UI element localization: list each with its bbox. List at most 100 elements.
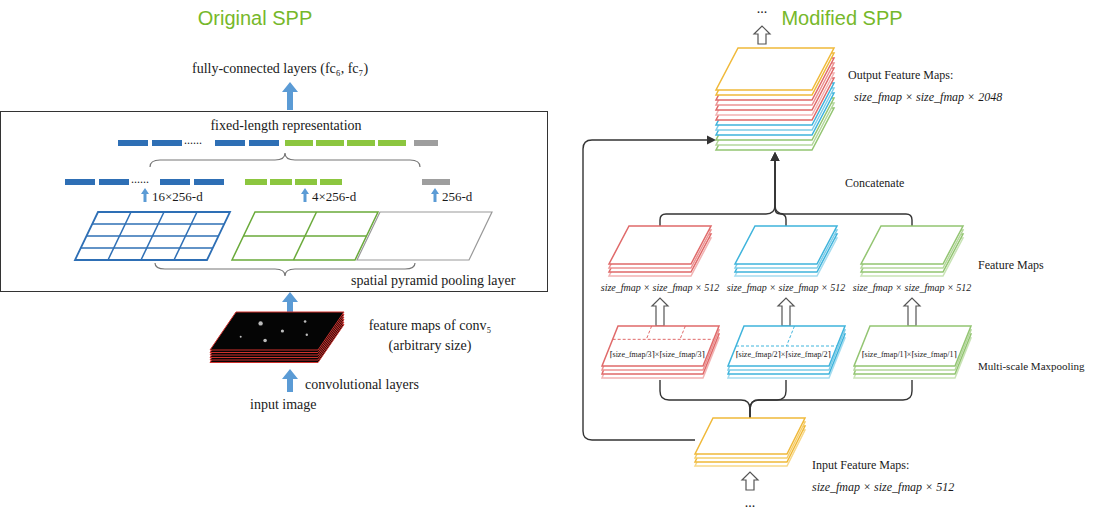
feature-map-layer — [609, 226, 711, 264]
text-holder: ... — [745, 494, 756, 511]
text-holder: ⌈size_fmap/3⌉×⌈size_fmap/3⌉ — [609, 350, 704, 360]
bar-segment — [378, 140, 406, 146]
input-feature-stack: Input Feature Maps: size_fmap × size_fmap… — [695, 418, 965, 500]
bar-segment — [270, 179, 292, 185]
text-holder: ... — [757, 0, 768, 17]
layer-caption: spatial pyramid pooling layer — [351, 272, 515, 289]
pyramid-grid — [232, 212, 378, 260]
merge-bracket — [660, 152, 780, 226]
feature-map-layer — [210, 312, 344, 350]
arrow-head — [771, 152, 780, 161]
bar-segment — [245, 179, 267, 185]
bar-segment — [118, 140, 148, 146]
dimension-label: 4×256-d — [312, 189, 356, 205]
hollow-arrow — [778, 298, 794, 326]
layer-caption: fixed-length representation — [210, 117, 361, 134]
pool-size-label: ⌈size_fmap/2⌉×⌈size_fmap/2⌉ — [735, 350, 830, 360]
feature-map-layer — [735, 226, 837, 264]
text-holder: spatial pyramid pooling layer — [351, 272, 515, 289]
pool-grid-line — [680, 326, 685, 339]
maxpool-stack: ⌈size_fmap/2⌉×⌈size_fmap/2⌉ — [727, 326, 845, 380]
bar-segment — [152, 140, 182, 146]
maxpool-stack: ⌈size_fmap/3⌉×⌈size_fmap/3⌉ — [601, 326, 719, 380]
merge-bracket — [775, 161, 912, 226]
pool-size-label: ⌈size_fmap/3⌉×⌈size_fmap/3⌉ — [609, 350, 704, 360]
text-holder: Multi-scale Maxpooling — [978, 360, 1085, 373]
maxpool-stack: ⌈size_fmap/1⌉×⌈size_fmap/1⌉ — [853, 326, 971, 380]
dimension-label: size_fmap × size_fmap × 512 — [727, 281, 846, 294]
brace — [150, 153, 420, 167]
split-bracket — [750, 380, 912, 418]
grid-line — [81, 247, 213, 249]
small-arrow — [301, 188, 309, 202]
small-arrow — [141, 188, 149, 202]
text-holder: Original SPP — [198, 6, 313, 30]
flow-arrow — [282, 292, 298, 312]
stack-caption: size_fmap × size_fmap × 2048 — [854, 90, 1002, 104]
activation-spot — [258, 321, 262, 325]
feature-map-stack: size_fmap × size_fmap × 512 — [851, 226, 974, 298]
dimension-label: size_fmap × size_fmap × 512 — [853, 281, 972, 294]
text-holder: feature maps of conv₅ (arbitrary size) — [355, 316, 505, 356]
merge-bracket — [771, 152, 787, 226]
text-holder: fully-connected layers (fc₆, fc₇) — [192, 60, 368, 77]
pool-grid-line — [646, 326, 651, 339]
flow-arrow — [282, 369, 298, 392]
ellipsis: ...... — [131, 172, 149, 186]
stack-caption: Input Feature Maps: — [812, 458, 909, 472]
pool-grid-line — [787, 326, 795, 346]
split-bracket — [750, 380, 912, 418]
heading: Original SPP — [198, 6, 313, 30]
output-feature-stack: Output Feature Maps: size_fmap × size_fma… — [716, 48, 1006, 152]
text-holder: Feature Maps — [978, 258, 1044, 272]
text-holder: ...... — [131, 172, 149, 186]
grid-line — [244, 235, 367, 237]
text-holder: Output Feature Maps: — [848, 68, 953, 82]
text-holder: size_fmap × size_fmap × 2048 — [854, 90, 1002, 104]
small-arrow — [431, 188, 439, 202]
ellipsis: ... — [745, 494, 756, 511]
stage-label: Multi-scale Maxpooling — [978, 360, 1085, 373]
stack-caption: Output Feature Maps: — [848, 68, 953, 82]
activation-spot — [304, 320, 307, 323]
operation-label: Concatenate — [845, 176, 904, 190]
text-holder: ...... — [184, 133, 202, 147]
layer-caption: fully-connected layers (fc₆, fc₇) — [192, 60, 368, 77]
bar-segment — [414, 140, 438, 146]
bar-segment — [295, 179, 317, 185]
conv-feature-stack: feature maps of conv₅ (arbitrary size) — [210, 312, 510, 368]
split-bracket — [660, 380, 750, 418]
bar-segment — [194, 179, 224, 185]
hollow-arrow — [742, 472, 758, 490]
grid-line — [87, 235, 219, 237]
feature-map-layer — [854, 326, 971, 366]
bar-segment — [99, 179, 129, 185]
stack-caption: size_fmap × size_fmap × 512 — [812, 480, 954, 494]
flow-arrow — [282, 82, 298, 110]
text-holder: size_fmap × size_fmap × 512 — [727, 281, 846, 294]
pool-size-label: ⌈size_fmap/1⌉×⌈size_fmap/1⌉ — [861, 350, 956, 360]
hollow-arrow — [652, 298, 668, 326]
activation-spot — [306, 334, 308, 336]
text-holder: 256-d — [442, 189, 472, 205]
bar-segment — [215, 140, 245, 146]
hollow-arrow — [904, 298, 920, 326]
text-holder: Input Feature Maps: — [812, 458, 909, 472]
pool-grid-line — [613, 339, 714, 340]
bar-segment — [422, 179, 450, 185]
text-holder: size_fmap × size_fmap × 512 — [601, 281, 720, 294]
merge-bracket — [660, 161, 775, 226]
split-bracket — [750, 380, 786, 418]
ellipsis: ...... — [184, 133, 202, 147]
dimension-label: 16×256-d — [152, 189, 203, 205]
text-holder: 16×256-d — [152, 189, 203, 205]
activation-spot — [240, 336, 242, 338]
merge-bracket — [775, 161, 786, 226]
text-holder: Concatenate — [845, 176, 904, 190]
pyramid-grid — [75, 212, 230, 260]
feature-map-layer — [695, 418, 805, 454]
bar-segment — [249, 140, 279, 146]
ellipsis: ... — [757, 0, 768, 17]
split-bracket — [750, 380, 786, 418]
